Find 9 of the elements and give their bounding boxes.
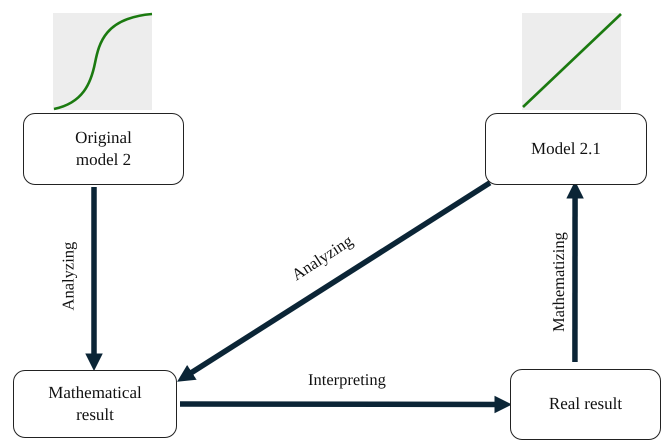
edge-label: Mathematizing xyxy=(550,230,568,334)
edge-label: Interpreting xyxy=(306,371,388,390)
rounded-box: Real result xyxy=(510,369,661,440)
arrow xyxy=(85,187,103,372)
arrow xyxy=(180,396,512,414)
rounded-box: Mathematical result xyxy=(13,370,177,438)
arrow xyxy=(177,180,492,382)
rounded-box: Model 2.1 xyxy=(485,113,647,185)
rounded-box: Original model 2 xyxy=(23,113,184,185)
